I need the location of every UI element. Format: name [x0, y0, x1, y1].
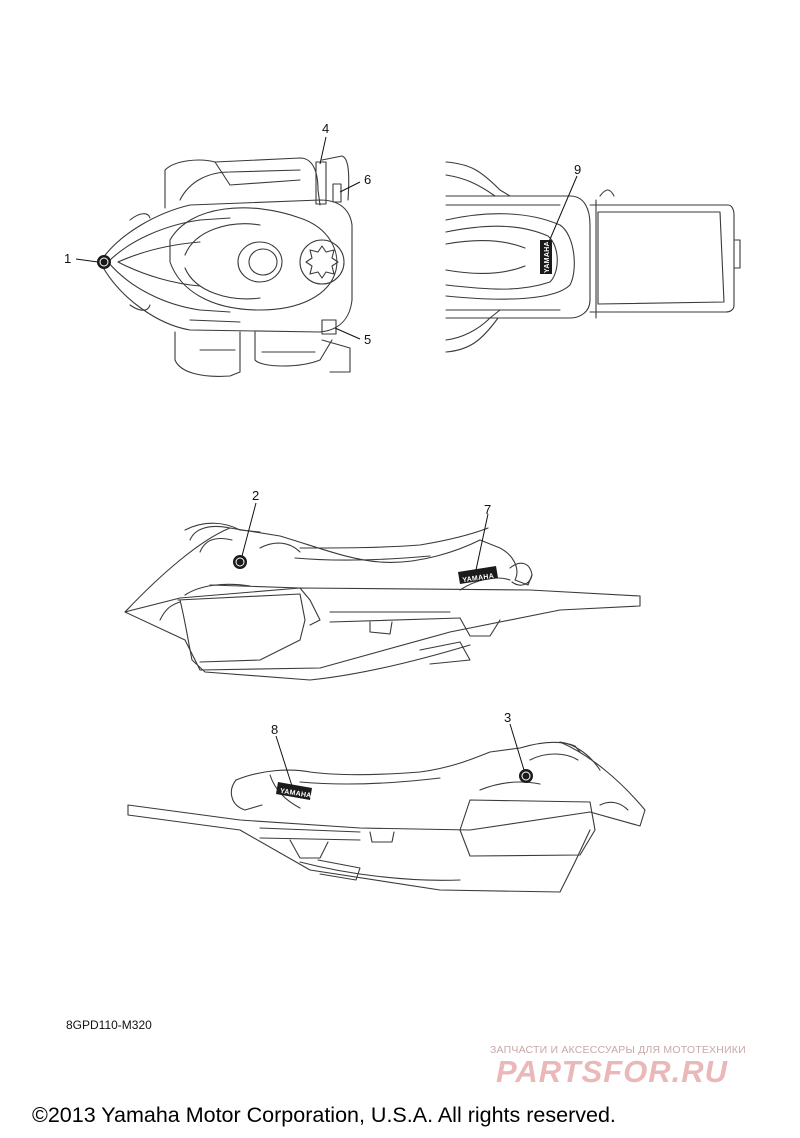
callout-3: 3 — [504, 710, 511, 725]
decal-yamaha-text-7: YAMAHA — [462, 573, 495, 584]
callout-1: 1 — [64, 251, 71, 266]
side-view-left: YAMAHA — [124, 522, 641, 681]
part-code: 8GPD110-M320 — [66, 1018, 152, 1032]
side-view-right: YAMAHA — [127, 741, 646, 893]
callout-4: 4 — [322, 121, 329, 136]
callout-9: 9 — [574, 162, 581, 177]
top-view-front — [97, 155, 353, 377]
callout-leaders — [75, 136, 578, 787]
decal-yamaha-text-8: YAMAHA — [279, 788, 312, 800]
yamaha-emblem-icon — [233, 555, 247, 569]
yamaha-emblem-icon — [97, 255, 111, 269]
watermark-tagline: ЗАПЧАСТИ И АКСЕССУАРЫ ДЛЯ МОТОТЕХНИКИ — [490, 1044, 746, 1056]
copyright-notice: ©2013 Yamaha Motor Corporation, U.S.A. A… — [32, 1103, 616, 1127]
callout-8: 8 — [271, 722, 278, 737]
callout-numbers: 1 2 3 4 5 6 7 8 9 — [64, 121, 581, 737]
callout-7: 7 — [484, 502, 491, 517]
callout-5: 5 — [364, 332, 371, 347]
yamaha-emblem-icon — [519, 769, 533, 783]
callout-2: 2 — [252, 488, 259, 503]
callout-6: 6 — [364, 172, 371, 187]
decal-yamaha-text-9: YAMAHA — [544, 241, 551, 273]
watermark-logo: PARTSFOR.RU — [496, 1054, 729, 1089]
top-view-rear: YAMAHA — [445, 161, 741, 353]
